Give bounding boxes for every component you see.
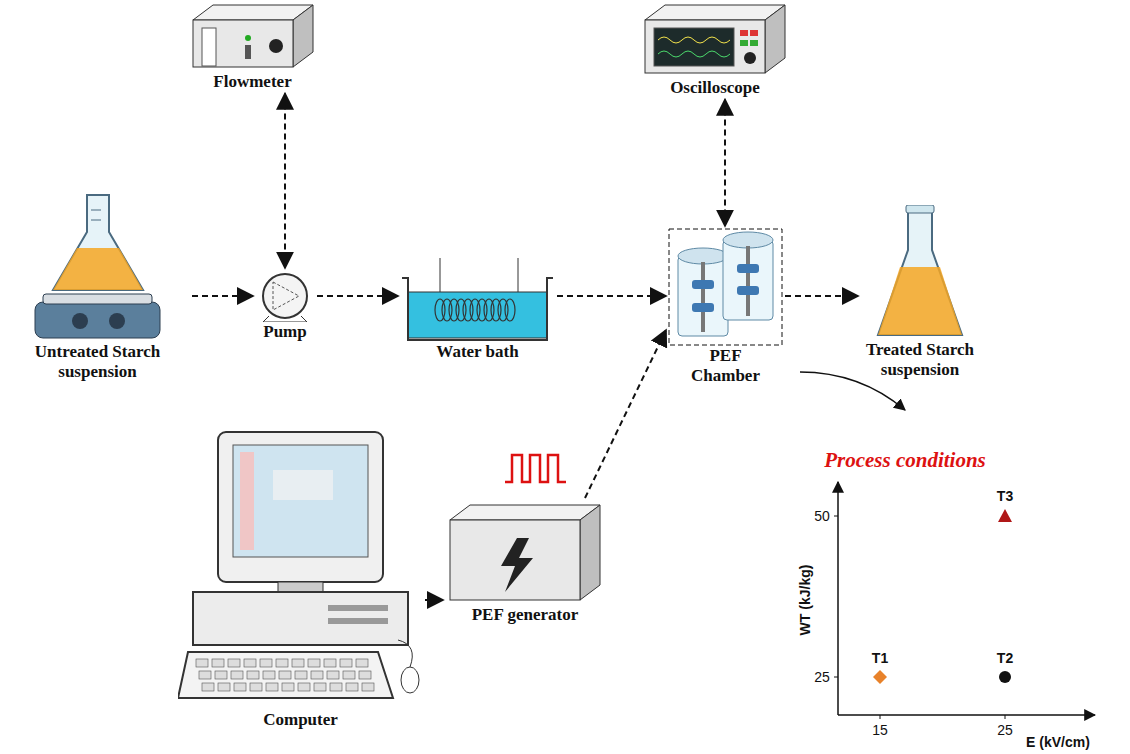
chart-label: 15 — [872, 722, 888, 738]
equipment-node: Untreated Starch suspension — [5, 190, 190, 381]
label-wrap: Treated Starch suspension — [860, 340, 980, 379]
equipment-illustration — [5, 190, 190, 342]
chart-label: T3 — [997, 488, 1013, 504]
equipment-node: Treated Starch suspension — [860, 205, 980, 379]
equipment-label: Water bath — [436, 342, 518, 362]
tick — [834, 677, 838, 678]
chart-label: E (kV/cm) — [1026, 734, 1090, 750]
flow-connector — [425, 599, 443, 601]
equipment-node: Oscilloscope — [640, 0, 790, 98]
point-t2 — [999, 671, 1011, 683]
chart-label: T2 — [997, 650, 1013, 666]
chart-label: 25 — [814, 669, 830, 685]
tick — [880, 715, 881, 719]
flow-connector — [724, 100, 726, 226]
flow-connector — [317, 295, 398, 297]
equipment-illustration — [178, 430, 423, 710]
flow-connector — [585, 330, 666, 498]
label-wrap: Untreated Starch suspension — [5, 342, 190, 381]
label-wrap: Flowmeter — [185, 72, 320, 92]
equipment-label: Treated Starch suspension — [860, 340, 980, 379]
equipment-illustration — [255, 270, 315, 322]
point-t3 — [998, 509, 1012, 522]
equipment-illustration — [668, 228, 783, 346]
chart-label: 50 — [814, 508, 830, 524]
label-wrap: PEF Chamber — [668, 346, 783, 385]
flow-connector — [284, 94, 286, 268]
equipment-illustration — [400, 258, 555, 342]
flow-connector — [192, 295, 253, 297]
equipment-node: Flowmeter — [185, 0, 320, 92]
chart-label: T1 — [872, 650, 888, 666]
point-t1 — [873, 670, 887, 684]
chart-title: Process conditions — [824, 448, 986, 473]
equipment-label: PEF Chamber — [686, 346, 766, 385]
label-wrap: Computer — [178, 710, 423, 730]
x-axis — [838, 714, 1095, 716]
equipment-illustration — [445, 500, 605, 605]
equipment-label: Untreated Starch suspension — [5, 342, 190, 381]
equipment-node: PEF Chamber — [668, 228, 783, 385]
tick — [834, 516, 838, 517]
label-wrap: PEF generator — [445, 605, 605, 625]
equipment-illustration — [188, 0, 318, 72]
tick — [1005, 715, 1006, 719]
equipment-label: Oscilloscope — [670, 78, 760, 98]
equipment-label: Pump — [263, 322, 306, 342]
flow-connector — [557, 295, 666, 297]
equipment-illustration — [870, 205, 970, 340]
equipment-node: Computer — [178, 430, 423, 730]
equipment-label: Computer — [263, 710, 338, 730]
y-axis — [837, 482, 839, 715]
chart-label: WT (kJ/kg) — [797, 565, 813, 636]
label-wrap: Oscilloscope — [640, 78, 790, 98]
flow-connector — [785, 295, 858, 297]
equipment-node: Water bath — [400, 258, 555, 362]
chart-label: 25 — [997, 722, 1013, 738]
label-wrap: Water bath — [400, 342, 555, 362]
equipment-node: Pump — [255, 270, 315, 342]
label-wrap: Pump — [255, 322, 315, 342]
equipment-label: PEF generator — [472, 605, 579, 625]
equipment-node: PEF generator — [445, 500, 605, 625]
pulse-signal — [505, 455, 566, 482]
equipment-illustration — [640, 0, 790, 78]
equipment-label: Flowmeter — [213, 72, 291, 92]
